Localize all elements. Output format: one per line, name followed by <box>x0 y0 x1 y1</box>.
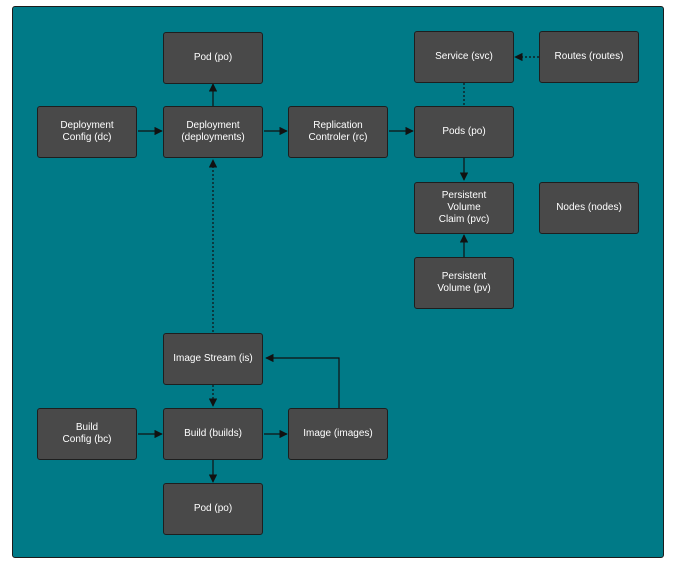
image-stream-label: Image Stream (is) <box>173 353 253 364</box>
pods-node[interactable]: Pods (po) <box>414 106 514 158</box>
pod-node-bottom-label: Pod (po) <box>193 503 233 514</box>
pvc-label: Persistent Volume Claim (pvc) <box>438 190 490 225</box>
nodes-label: Nodes (nodes) <box>556 202 622 213</box>
routes-label: Routes (routes) <box>554 51 624 62</box>
build-label: Build (builds) <box>184 428 242 439</box>
diagram-canvas <box>12 6 664 558</box>
nodes-node[interactable]: Nodes (nodes) <box>539 182 639 234</box>
build-node[interactable]: Build (builds) <box>163 408 263 460</box>
deployment-label: Deployment (deployments) <box>181 120 245 143</box>
service-node[interactable]: Service (svc) <box>414 31 514 83</box>
replication-controller-label: Replication Controler (rc) <box>308 120 368 143</box>
pod-node-bottom[interactable]: Pod (po) <box>163 483 263 535</box>
replication-controller-node[interactable]: Replication Controler (rc) <box>288 106 388 158</box>
deployment-node[interactable]: Deployment (deployments) <box>163 106 263 158</box>
build-config-node[interactable]: Build Config (bc) <box>37 408 137 460</box>
pv-node[interactable]: Persistent Volume (pv) <box>414 257 514 309</box>
pod-node-top-label: Pod (po) <box>193 52 233 63</box>
deployment-config-node[interactable]: Deployment Config (dc) <box>37 106 137 158</box>
service-label: Service (svc) <box>435 51 493 62</box>
edge-image-to-imagestream <box>265 353 340 408</box>
image-label: Image (images) <box>303 428 373 439</box>
build-config-label: Build Config (bc) <box>62 422 112 445</box>
image-node[interactable]: Image (images) <box>288 408 388 460</box>
routes-node[interactable]: Routes (routes) <box>539 31 639 83</box>
pvc-node[interactable]: Persistent Volume Claim (pvc) <box>414 182 514 234</box>
pv-label: Persistent Volume (pv) <box>437 271 491 294</box>
pods-label: Pods (po) <box>442 126 486 137</box>
pod-node-top[interactable]: Pod (po) <box>163 32 263 84</box>
deployment-config-label: Deployment Config (dc) <box>60 120 114 143</box>
image-stream-node[interactable]: Image Stream (is) <box>163 333 263 385</box>
